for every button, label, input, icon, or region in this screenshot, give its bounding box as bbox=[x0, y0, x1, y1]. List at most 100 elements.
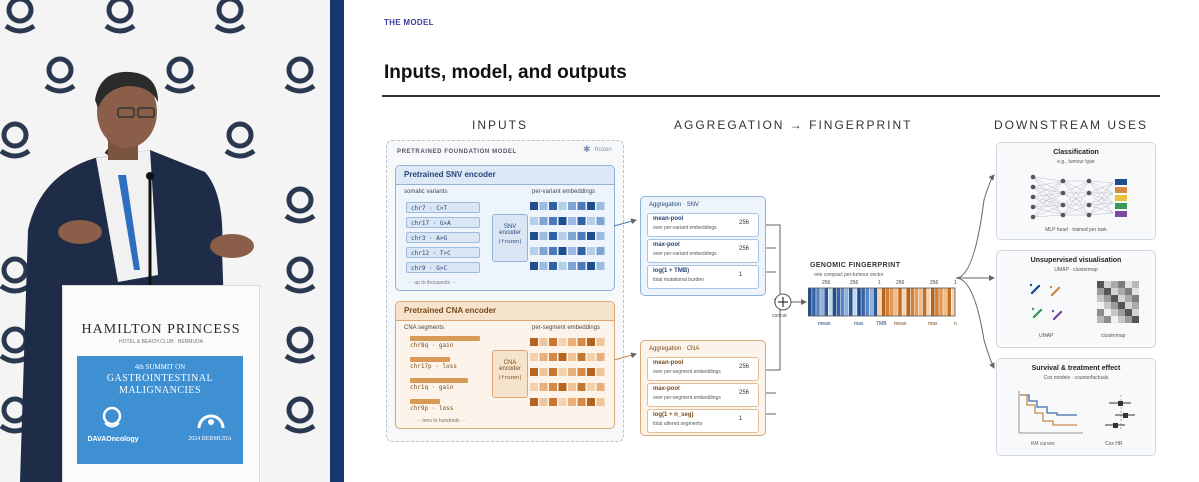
clustermap-cell bbox=[1097, 281, 1104, 288]
embedding-cell bbox=[596, 398, 605, 406]
embedding-cell bbox=[539, 383, 548, 391]
embedding-cell bbox=[568, 383, 576, 391]
snv-variant-chip: chr9 · G>C bbox=[406, 262, 480, 273]
embedding-cell bbox=[558, 202, 567, 210]
embedding-cell bbox=[549, 247, 557, 255]
mlp-node bbox=[1060, 202, 1066, 208]
foundation-model-panel: PRETRAINED FOUNDATION MODEL ✱ frozen Pre… bbox=[386, 140, 624, 442]
wall-logo-icon bbox=[104, 0, 136, 34]
fingerprint-dims: 256 256 1 256 256 1 bbox=[810, 280, 960, 288]
embedding-cell bbox=[596, 368, 605, 376]
cna-segment-label: chr9p · loss bbox=[410, 405, 454, 412]
snowflake-icon: ✱ bbox=[583, 144, 591, 154]
event-badge-text: 2024 BERMUDA bbox=[188, 436, 232, 442]
fingerprint-cell bbox=[910, 288, 915, 316]
wall-logo-icon bbox=[284, 56, 316, 94]
fingerprint-cell bbox=[816, 288, 820, 316]
fingerprint-dim: 1 bbox=[878, 280, 881, 286]
clustermap-cell bbox=[1118, 281, 1125, 288]
title-rule bbox=[382, 95, 1160, 97]
aggregation-item-dim: 256 bbox=[739, 364, 750, 370]
aggregation-item bbox=[647, 409, 759, 433]
aggregation-item-name: max-pool bbox=[653, 386, 680, 392]
podium: HAMILTON PRINCESS HOTEL & BEACH CLUB · B… bbox=[62, 285, 260, 482]
embedding-cell bbox=[530, 202, 538, 210]
snv-more-note: ··· up to thousands ··· bbox=[408, 280, 457, 286]
embedding-cell bbox=[577, 247, 586, 255]
cna-segment-bar bbox=[410, 399, 440, 404]
wall-logo-icon bbox=[284, 396, 316, 434]
cna-encoder-title: Pretrained CNA encoder bbox=[404, 306, 497, 315]
umap-scatter bbox=[1029, 283, 1063, 321]
aggregation-item bbox=[647, 265, 759, 289]
embedding-cell bbox=[568, 338, 576, 346]
embedding-cell bbox=[577, 338, 586, 346]
class-output bbox=[1115, 195, 1127, 201]
summit-banner: 4th SUMMIT ON GASTROINTESTINAL MALIGNANC… bbox=[77, 356, 243, 464]
embedding-cell bbox=[577, 202, 586, 210]
embedding-cell bbox=[577, 217, 586, 225]
column-header-aggregation: AGGREGATION → FINGERPRINT bbox=[674, 118, 913, 132]
embedding-cell bbox=[568, 368, 576, 376]
organizer-logo-text: DAVAOncology bbox=[87, 436, 139, 443]
cna-encoder-box: Pretrained CNA encoder CNA segments per-… bbox=[395, 301, 615, 429]
class-output bbox=[1115, 187, 1127, 193]
fingerprint-label: TMB bbox=[876, 321, 887, 327]
clustermap-cell bbox=[1118, 302, 1125, 309]
embedding-cell bbox=[558, 383, 567, 391]
embedding-cell bbox=[549, 262, 557, 270]
clustermap-cell bbox=[1104, 295, 1111, 302]
mlp-node bbox=[1030, 204, 1036, 210]
fingerprint-cell bbox=[935, 288, 939, 316]
embedding-cell bbox=[568, 247, 576, 255]
fingerprint-cell bbox=[906, 288, 910, 316]
fingerprint-cell bbox=[931, 288, 935, 316]
aggregation-item-desc: total mutational burden bbox=[653, 277, 704, 283]
umap-point bbox=[1051, 309, 1055, 313]
fingerprint-cell bbox=[918, 288, 923, 316]
embedding-cell bbox=[568, 202, 576, 210]
clustermap-cell bbox=[1111, 288, 1118, 295]
clustermap-cell bbox=[1118, 309, 1125, 316]
fingerprint-cell bbox=[939, 288, 943, 316]
embedding-cell bbox=[587, 353, 595, 361]
cna-embedding-grid bbox=[530, 338, 605, 406]
embedding-cell bbox=[568, 398, 576, 406]
fingerprint-dim: 256 bbox=[896, 280, 905, 286]
clustermap-cell bbox=[1104, 316, 1111, 323]
embedding-cell bbox=[549, 338, 557, 346]
clustermap-cell bbox=[1104, 309, 1111, 316]
umap-point bbox=[1029, 283, 1033, 287]
embedding-cell bbox=[530, 383, 538, 391]
embedding-cell bbox=[539, 353, 548, 361]
embedding-cell bbox=[558, 368, 567, 376]
fingerprint-label: mean bbox=[894, 321, 907, 327]
aggregation-item-name: mean-pool bbox=[653, 360, 684, 366]
aggregation-snv-title: Aggregation · SNV bbox=[649, 202, 700, 208]
embedding-cell bbox=[587, 338, 595, 346]
aggregation-item-desc: total altered segments bbox=[653, 421, 703, 427]
aggregation-item-name: log(1 + TMB) bbox=[653, 268, 690, 274]
wall-logo-icon bbox=[0, 121, 31, 159]
clustermap-caption: clustermap bbox=[1101, 333, 1126, 339]
fingerprint-cell bbox=[820, 288, 824, 316]
mlp-node bbox=[1030, 194, 1036, 200]
clustermap-cell bbox=[1111, 281, 1118, 288]
stage-backdrop: HAMILTON PRINCESS HOTEL & BEACH CLUB · B… bbox=[0, 0, 330, 482]
bermuda-badge-icon bbox=[197, 414, 225, 429]
fingerprint-cell bbox=[881, 288, 886, 316]
cox-caption: Cox HR bbox=[1105, 441, 1123, 447]
visualisation-subtitle: UMAP · clustermap bbox=[1054, 267, 1098, 273]
clustermap-cell bbox=[1125, 316, 1132, 323]
mlp-node bbox=[1086, 190, 1092, 196]
clustermap-cell bbox=[1125, 281, 1132, 288]
embedding-cell bbox=[558, 398, 567, 406]
class-output bbox=[1115, 203, 1127, 209]
cna-segments-label: CNA segments bbox=[404, 325, 445, 331]
snv-encoder-header bbox=[396, 166, 614, 185]
embedding-cell bbox=[530, 398, 538, 406]
cna-more-note: ··· tens to hundreds ··· bbox=[416, 418, 467, 424]
embedding-cell bbox=[558, 353, 567, 361]
embedding-cell bbox=[530, 338, 538, 346]
